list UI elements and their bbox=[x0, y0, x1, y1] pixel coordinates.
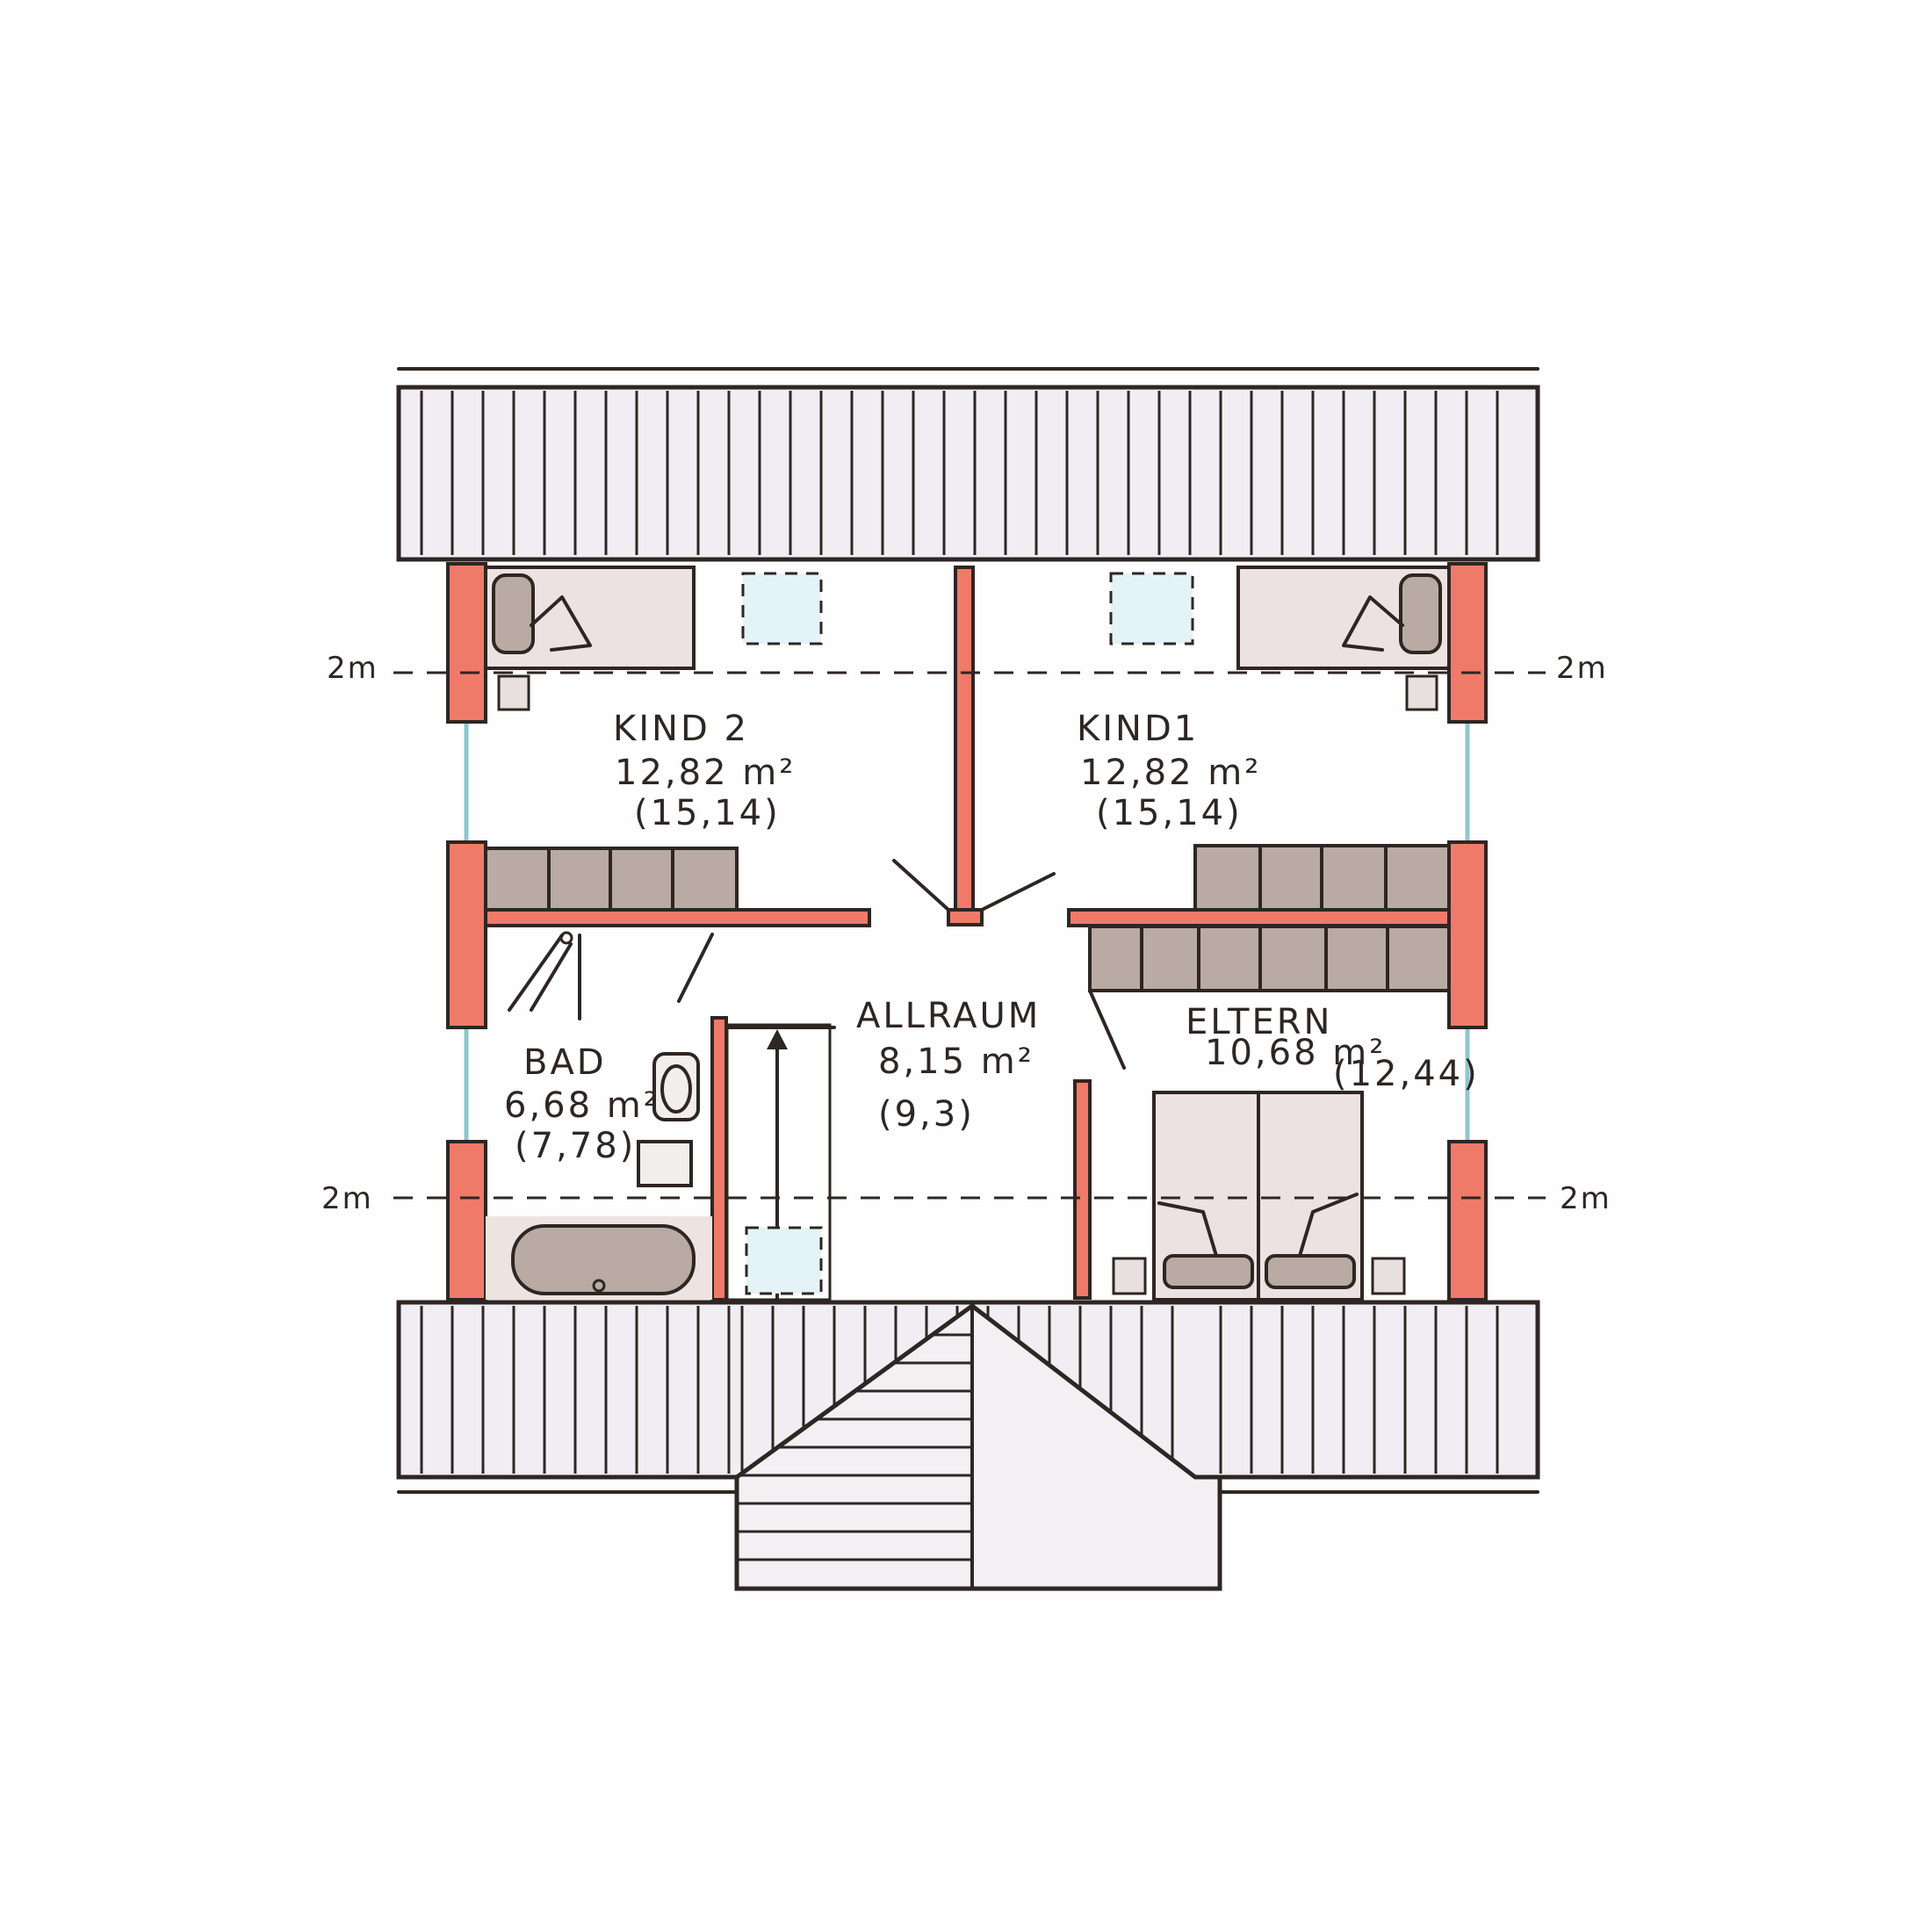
roof-top-stripes bbox=[420, 391, 1499, 555]
room-area-bad: 6,68 m² bbox=[504, 1085, 660, 1126]
dormer-lines bbox=[737, 1333, 972, 1561]
bed-kind1 bbox=[1236, 566, 1451, 711]
room-name-allraum: ALLRAUM bbox=[856, 996, 1041, 1036]
room-area-allraum: 8,15 m² bbox=[878, 1042, 1034, 1082]
sink bbox=[637, 1140, 693, 1187]
toilet bbox=[652, 1052, 700, 1121]
wall-kind2-partition bbox=[484, 908, 871, 927]
bed-eltern bbox=[1112, 1091, 1406, 1301]
wardrobe-eltern bbox=[1088, 925, 1451, 992]
height-label: 2m bbox=[1560, 1181, 1611, 1216]
room-gross-bad: (7,78) bbox=[515, 1126, 636, 1166]
wall-center-end bbox=[947, 908, 984, 926]
wall-eltern-partition bbox=[1067, 908, 1451, 927]
roof-top bbox=[396, 385, 1540, 562]
height-label: 2m bbox=[327, 651, 378, 686]
wall-left-3 bbox=[446, 1140, 487, 1301]
wall-left-2 bbox=[446, 840, 487, 1029]
shower bbox=[508, 931, 581, 1020]
room-name-eltern: ELTERN bbox=[1186, 1002, 1332, 1042]
wall-right-2 bbox=[1447, 840, 1488, 1029]
height-label: 2m bbox=[321, 1181, 373, 1216]
room-name-kind2: KIND 2 bbox=[613, 709, 749, 749]
roof-bottom-stripes bbox=[420, 1306, 1499, 1474]
bathtub bbox=[486, 1216, 712, 1300]
wall-left-1 bbox=[446, 562, 487, 724]
staircase bbox=[725, 1023, 836, 1301]
dormer-outline bbox=[717, 1490, 1239, 1590]
door-eltern bbox=[1088, 989, 1126, 1070]
room-gross-allraum: (9,3) bbox=[878, 1094, 975, 1135]
wardrobe-kind2 bbox=[484, 847, 739, 912]
room-gross-kind2: (15,14) bbox=[634, 793, 781, 833]
door-bad bbox=[677, 933, 714, 1003]
door-kind2 bbox=[892, 859, 950, 912]
wall-eltern bbox=[1073, 1079, 1092, 1300]
room-gross-eltern: (12,44) bbox=[1333, 1054, 1480, 1094]
wall-right-1 bbox=[1447, 562, 1488, 724]
wall-right-3 bbox=[1447, 1140, 1488, 1301]
room-area-kind1: 12,82 m² bbox=[1080, 753, 1261, 793]
wall-bad bbox=[710, 1016, 728, 1301]
wardrobe-kind1 bbox=[1193, 844, 1451, 912]
room-name-bad: BAD bbox=[523, 1042, 607, 1083]
room-gross-kind1: (15,14) bbox=[1096, 793, 1243, 833]
bed-kind2 bbox=[484, 566, 696, 711]
room-area-eltern: 10,68 m² bbox=[1205, 1033, 1386, 1073]
room-name-kind1: KIND1 bbox=[1077, 709, 1199, 749]
skylight-kind2 bbox=[741, 572, 823, 645]
height-label: 2m bbox=[1556, 651, 1608, 686]
wall-center bbox=[954, 566, 975, 916]
skylight-kind1 bbox=[1109, 572, 1194, 645]
room-area-kind2: 12,82 m² bbox=[615, 753, 796, 793]
door-kind1 bbox=[980, 872, 1056, 912]
